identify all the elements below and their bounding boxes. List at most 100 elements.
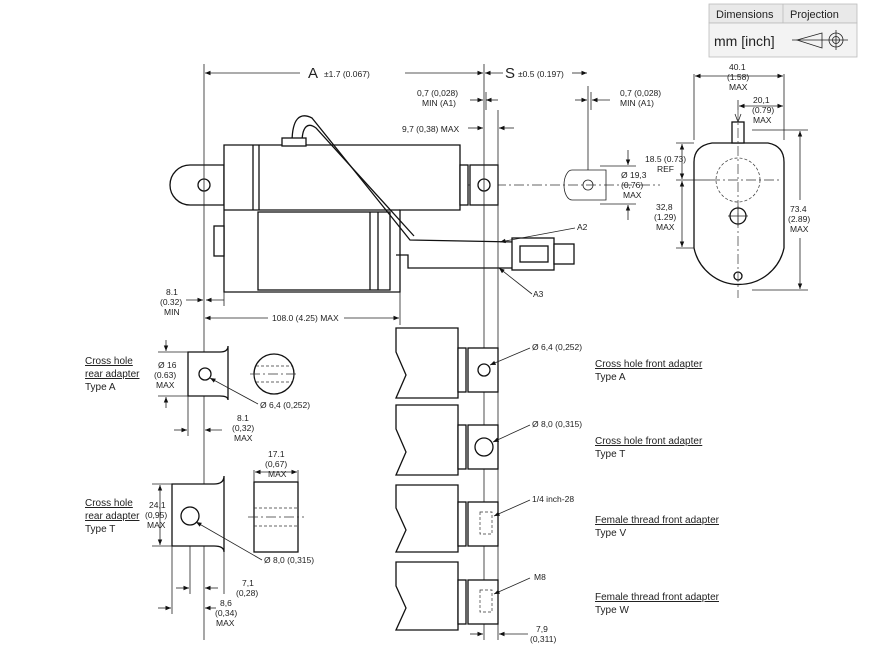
callout-a3: A3 [498,267,544,299]
svg-text:(0,28): (0,28) [236,588,258,598]
projection-header: Projection [790,9,839,21]
label-rear-a: Cross hole rear adapter Type A [85,356,140,393]
svg-text:Type T: Type T [595,449,625,460]
svg-text:A: A [308,65,318,82]
svg-text:MAX: MAX [147,520,166,530]
svg-text:Type T: Type T [85,524,115,535]
svg-text:MAX: MAX [753,115,772,125]
svg-text:7,1: 7,1 [242,578,254,588]
dim-32-8: 32,8 (1.29) MAX [654,181,694,249]
svg-text:REF: REF [657,164,674,174]
svg-text:Type A: Type A [85,382,116,393]
rear-adapter-type-a: Ø 6,4 (0,252) [187,345,310,410]
dim-8-1-min: 8.1 (0.32) MIN [160,287,225,317]
dimensions-header: Dimensions [716,9,774,21]
svg-text:Female thread front adapter: Female thread front adapter [595,515,720,526]
svg-text:A2: A2 [577,222,588,232]
svg-text:17.1: 17.1 [268,449,285,459]
svg-text:32,8: 32,8 [656,202,673,212]
svg-text:Ø 8,0 (0,315): Ø 8,0 (0,315) [264,555,314,565]
svg-text:8.1: 8.1 [166,287,178,297]
svg-text:108.0 (4.25) MAX: 108.0 (4.25) MAX [272,313,339,323]
svg-text:±0.5 (0.197): ±0.5 (0.197) [518,69,564,79]
svg-text:MAX: MAX [156,380,175,390]
dim-18-5-ref: 18.5 (0.73) REF [645,142,710,181]
svg-text:40.1: 40.1 [729,62,746,72]
svg-text:73.4: 73.4 [790,204,807,214]
front-adapter-type-w: M8 [394,561,546,631]
svg-text:Cross hole front adapter: Cross hole front adapter [595,359,703,370]
dim-min-a1-right: 0,7 (0,028) MIN (A1) [575,88,661,110]
label-rear-t: Cross hole rear adapter Type T [85,498,140,535]
projection-symbol-icon [792,30,848,50]
svg-text:Type A: Type A [595,372,626,383]
svg-text:9,7 (0,38) MAX: 9,7 (0,38) MAX [402,124,459,134]
svg-text:(0,311): (0,311) [530,634,556,644]
svg-text:Ø 19,3: Ø 19,3 [621,170,647,180]
svg-text:MIN: MIN [164,307,180,317]
svg-text:Cross hole front adapter: Cross hole front adapter [595,436,703,447]
svg-text:MAX: MAX [623,190,642,200]
dim-a: A ±1.7 (0.067) [205,65,483,82]
svg-text:(0,32): (0,32) [232,423,254,433]
dim-rear-8-1: 8.1 (0,32) MAX [174,396,254,443]
svg-text:MAX: MAX [234,433,253,443]
dim-7-9: 7,9 (0,311) [470,624,556,644]
svg-text:24,1: 24,1 [149,500,166,510]
svg-text:18.5 (0.73): 18.5 (0.73) [645,154,686,164]
svg-text:MAX: MAX [790,224,809,234]
front-adapter-type-a: Ø 6,4 (0,252) [395,327,582,399]
svg-text:S: S [505,65,515,82]
svg-text:(0.79): (0.79) [752,105,774,115]
header-box: Dimensions Projection mm [inch] [708,3,858,58]
dim-s: S ±0.5 (0.197) [485,65,587,82]
label-front-a: Cross hole front adapter Type A [595,359,703,383]
dim-17-1: 17.1 (0,67) MAX [253,449,299,482]
label-front-t: Cross hole front adapter Type T [595,436,703,460]
svg-text:(0.63): (0.63) [154,370,176,380]
svg-text:20,1: 20,1 [753,95,770,105]
svg-text:(0,34): (0,34) [215,608,237,618]
svg-text:1/4 inch-28: 1/4 inch-28 [532,494,574,504]
svg-text:0,7 (0,028): 0,7 (0,028) [417,88,458,98]
dim-dia-19-3: Ø 19,3 (0,76) MAX [600,150,647,220]
dim-16: Ø 16 (0.63) MAX [154,340,188,408]
svg-text:(2.89): (2.89) [788,214,810,224]
svg-text:Ø 8,0 (0,315): Ø 8,0 (0,315) [532,419,582,429]
label-front-v: Female thread front adapter Type V [595,515,720,539]
svg-text:Ø 16: Ø 16 [158,360,177,370]
svg-text:Type W: Type W [595,605,629,616]
svg-text:Female thread front adapter: Female thread front adapter [595,592,720,603]
svg-text:MAX: MAX [656,222,675,232]
front-adapter-type-t: Ø 8,0 (0,315) [395,404,582,476]
svg-text:M8: M8 [534,572,546,582]
actuator-end-view [693,110,785,298]
svg-text:0,7 (0,028): 0,7 (0,028) [620,88,661,98]
svg-text:MIN (A1): MIN (A1) [422,98,456,108]
dim-108: 108.0 (4.25) MAX [205,292,401,325]
svg-text:(0,76): (0,76) [621,180,643,190]
svg-text:(0.32): (0.32) [160,297,182,307]
svg-text:(0,95): (0,95) [145,510,167,520]
svg-text:rear adapter: rear adapter [85,511,140,522]
callout-a2: A2 [499,222,588,244]
svg-text:rear adapter: rear adapter [85,369,140,380]
rear-adapter-type-t: Ø 8,0 (0,315) [171,475,314,565]
svg-text:Cross hole: Cross hole [85,498,133,509]
svg-text:Ø 6,4 (0,252): Ø 6,4 (0,252) [260,400,310,410]
dim-min-a1-left: 0,7 (0,028) MIN (A1) [417,88,498,110]
dim-20-1: 20,1 (0.79) MAX [737,95,783,125]
svg-text:8,6: 8,6 [220,598,232,608]
label-front-w: Female thread front adapter Type W [595,592,720,616]
svg-text:Ø 6,4 (0,252): Ø 6,4 (0,252) [532,342,582,352]
dim-8-6: 8,6 (0,34) MAX [158,546,237,628]
svg-text:MAX: MAX [216,618,235,628]
dim-24-1: 24,1 (0,95) MAX [145,483,172,547]
svg-text:8.1: 8.1 [237,413,249,423]
svg-text:MIN (A1): MIN (A1) [620,98,654,108]
dim-7-1: 7,1 (0,28) [176,546,258,598]
svg-text:(1.29): (1.29) [654,212,676,222]
svg-text:Type V: Type V [595,528,626,539]
dim-73-4: 73.4 (2.89) MAX [752,129,810,291]
